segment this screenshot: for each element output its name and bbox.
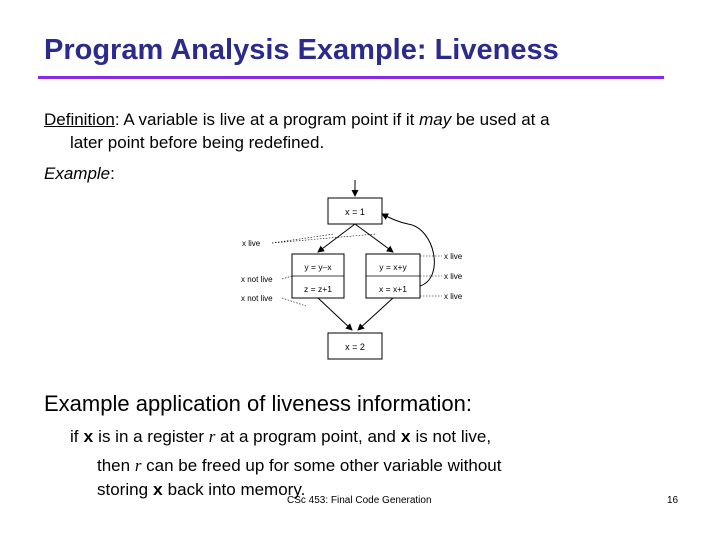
leader-x-not-live-1 bbox=[281, 275, 293, 280]
annotation-right-x-live-3: x live bbox=[444, 292, 463, 301]
block-left-stmt-1: y = y–x bbox=[304, 262, 332, 272]
annotation-x-not-live-2: x not live bbox=[241, 294, 273, 303]
block-left-stmt-2: z = z+1 bbox=[304, 284, 332, 294]
annotation-x-live: x live bbox=[242, 239, 261, 248]
liveness-flow-diagram: x = 1 y = y–x z = z+1 y = x+y x = x+1 x … bbox=[241, 180, 463, 360]
application-text-3a: storing bbox=[97, 480, 153, 499]
annotation-right-x-live-1: x live bbox=[444, 252, 463, 261]
definition-text-b: be used at a bbox=[451, 110, 550, 129]
var-r-2: r bbox=[134, 456, 142, 475]
loop-back-edge bbox=[381, 213, 435, 287]
example-label: Example bbox=[44, 164, 111, 183]
application-text-2a: then bbox=[97, 456, 135, 475]
leader-x-live-a bbox=[271, 233, 335, 244]
code-x-1: x bbox=[83, 429, 94, 448]
block-right-stmt-1: y = x+y bbox=[379, 262, 407, 272]
definition-line-1: Definition: A variable is live at a prog… bbox=[44, 108, 550, 131]
code-x-3: x bbox=[152, 482, 163, 501]
leader-x-not-live-2 bbox=[281, 297, 307, 307]
example-label-line: Example: bbox=[44, 162, 115, 185]
definition-label: Definition bbox=[44, 110, 115, 129]
application-text-1a: if bbox=[70, 427, 84, 446]
definition-emphasis: may bbox=[419, 110, 452, 129]
code-x-2: x bbox=[400, 429, 411, 448]
block-bottom-text: x = 2 bbox=[345, 342, 365, 352]
application-line-2: then r can be freed up for some other va… bbox=[97, 454, 501, 477]
var-r-1: r bbox=[208, 427, 216, 446]
example-colon: : bbox=[110, 164, 115, 183]
application-text-1d: is not live, bbox=[410, 427, 492, 446]
definition-text-a: : A variable is live at a program point … bbox=[114, 110, 420, 129]
application-line-3: storing x back into memory. bbox=[97, 478, 305, 503]
edge-right-to-bottom bbox=[357, 297, 394, 331]
application-heading: Example application of liveness informat… bbox=[44, 391, 473, 416]
edge-top-to-left bbox=[317, 223, 356, 253]
annotation-right-x-live-2: x live bbox=[444, 272, 463, 281]
edge-top-to-right bbox=[354, 223, 394, 253]
application-text-1c: at a program point, and bbox=[215, 427, 401, 446]
application-text-1b: is in a register bbox=[93, 427, 209, 446]
definition-line-2: later point before being redefined. bbox=[70, 133, 325, 152]
leader-x-live-b bbox=[271, 233, 377, 244]
title-underline bbox=[38, 76, 664, 79]
slide-title: Program Analysis Example: Liveness bbox=[44, 34, 559, 66]
footer-page-number: 16 bbox=[667, 495, 679, 506]
application-text-3b: back into memory. bbox=[162, 480, 306, 499]
block-bottom bbox=[327, 332, 383, 360]
application-text-2b: can be freed up for some other variable … bbox=[141, 456, 502, 475]
block-top-text: x = 1 bbox=[345, 207, 365, 217]
annotation-x-not-live-1: x not live bbox=[241, 275, 273, 284]
block-right-stmt-2: x = x+1 bbox=[379, 284, 407, 294]
application-line-1: if x is in a register r at a program poi… bbox=[70, 425, 491, 450]
footer-course: CSc 453: Final Code Generation bbox=[287, 495, 432, 506]
edge-left-to-bottom bbox=[317, 297, 353, 331]
